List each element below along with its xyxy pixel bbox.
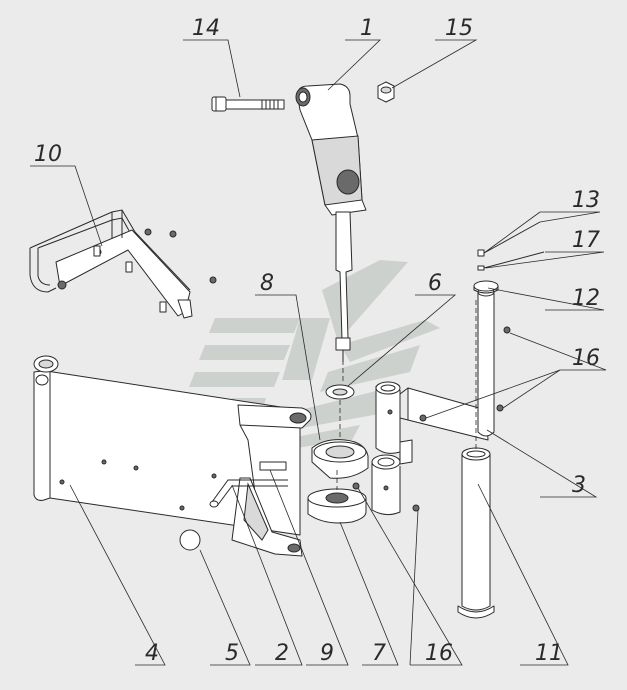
callout-4: 4 — [145, 641, 159, 666]
part-clamp-collar — [311, 439, 369, 490]
callout-9: 9 — [320, 641, 334, 666]
assembly-center-lines — [336, 300, 477, 490]
part-15-nut — [377, 81, 395, 103]
part-2-bracket — [231, 477, 303, 557]
part-3-plate — [399, 287, 511, 512]
callout-12: 12 — [572, 286, 600, 311]
part-5-cap — [179, 529, 201, 551]
part-1-lever — [295, 83, 367, 362]
callout-labels: 14 1 15 10 13 17 12 8 6 16 3 4 5 2 9 7 1… — [34, 16, 600, 666]
callout-13: 13 — [572, 188, 600, 213]
part-13-17-pins — [477, 221, 545, 271]
callout-11: 11 — [535, 641, 563, 666]
callout-10: 10 — [34, 142, 62, 167]
part-8-plate — [237, 404, 312, 501]
part-7-bushing — [307, 488, 367, 524]
part-6-washer — [325, 384, 355, 400]
part-10-bracket — [29, 209, 217, 319]
callout-14: 14 — [192, 16, 220, 41]
leader-lines — [30, 39, 607, 666]
part-12-disc — [473, 280, 499, 294]
callout-1: 1 — [360, 16, 374, 41]
part-11-pin — [457, 447, 495, 619]
callout-7: 7 — [372, 641, 386, 666]
part-hinge-sleeves — [371, 381, 413, 516]
callout-15: 15 — [445, 16, 473, 41]
callout-8: 8 — [260, 271, 274, 296]
callout-5: 5 — [225, 641, 239, 666]
callout-6: 6 — [428, 271, 442, 296]
callout-16-bottom: 16 — [425, 641, 453, 666]
part-14-bolt — [211, 96, 285, 112]
callout-3: 3 — [572, 473, 586, 498]
callout-16-top: 16 — [572, 346, 600, 371]
callout-17: 17 — [572, 228, 600, 253]
callout-2: 2 — [275, 641, 289, 666]
